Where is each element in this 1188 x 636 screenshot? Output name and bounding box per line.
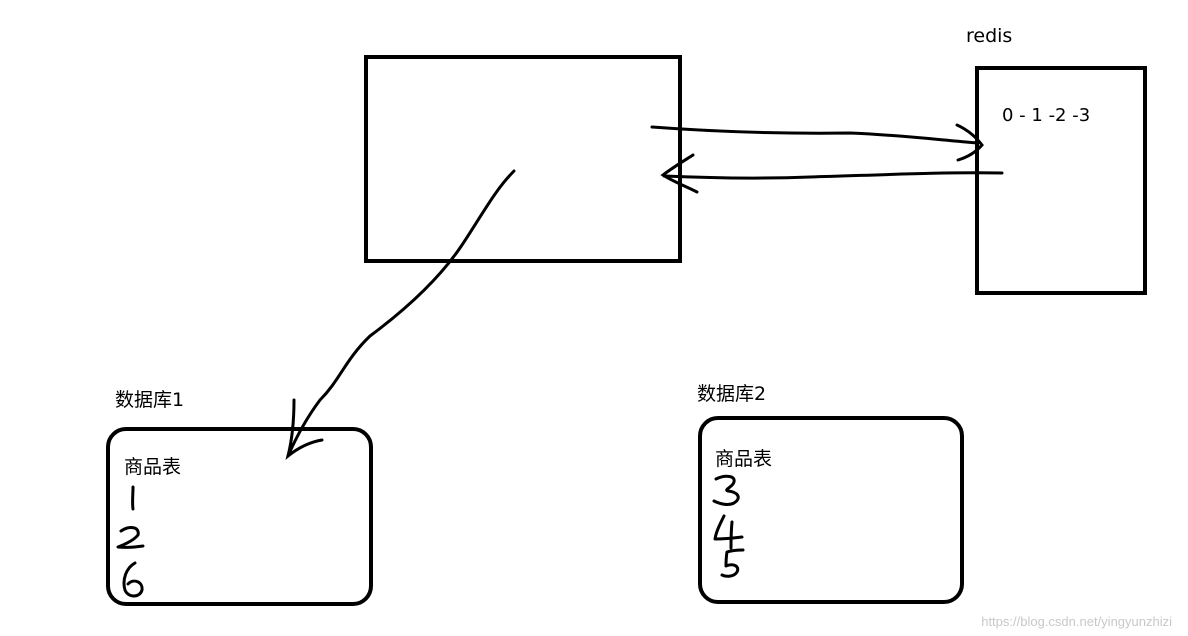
db1-box xyxy=(106,427,373,606)
db1-label: 数据库1 xyxy=(115,389,185,411)
write-arrow-to-db1 xyxy=(286,169,516,458)
request-arrowhead xyxy=(955,123,984,162)
db2-table-label: 商品表 xyxy=(715,448,773,470)
handwritten-id-4 xyxy=(713,514,744,550)
handwritten-id-6 xyxy=(122,561,144,598)
response-arrow-to-app xyxy=(662,171,1004,180)
handwritten-id-5 xyxy=(720,548,745,578)
app-server-box xyxy=(364,55,682,263)
redis-box xyxy=(975,66,1147,295)
write-arrowhead xyxy=(285,398,324,460)
db2-box xyxy=(698,416,964,604)
response-arrowhead xyxy=(660,153,699,194)
redis-sequence-values: 0 - 1 -2 -3 xyxy=(1002,105,1091,126)
request-arrow-to-redis xyxy=(650,125,980,145)
handwritten-id-2 xyxy=(116,526,145,549)
watermark: https://blog.csdn.net/yingyunzhizi xyxy=(981,614,1172,629)
handwritten-id-3 xyxy=(712,474,740,506)
redis-label: redis xyxy=(966,25,1013,47)
db2-label: 数据库2 xyxy=(697,383,767,405)
db1-table-label: 商品表 xyxy=(124,456,182,478)
